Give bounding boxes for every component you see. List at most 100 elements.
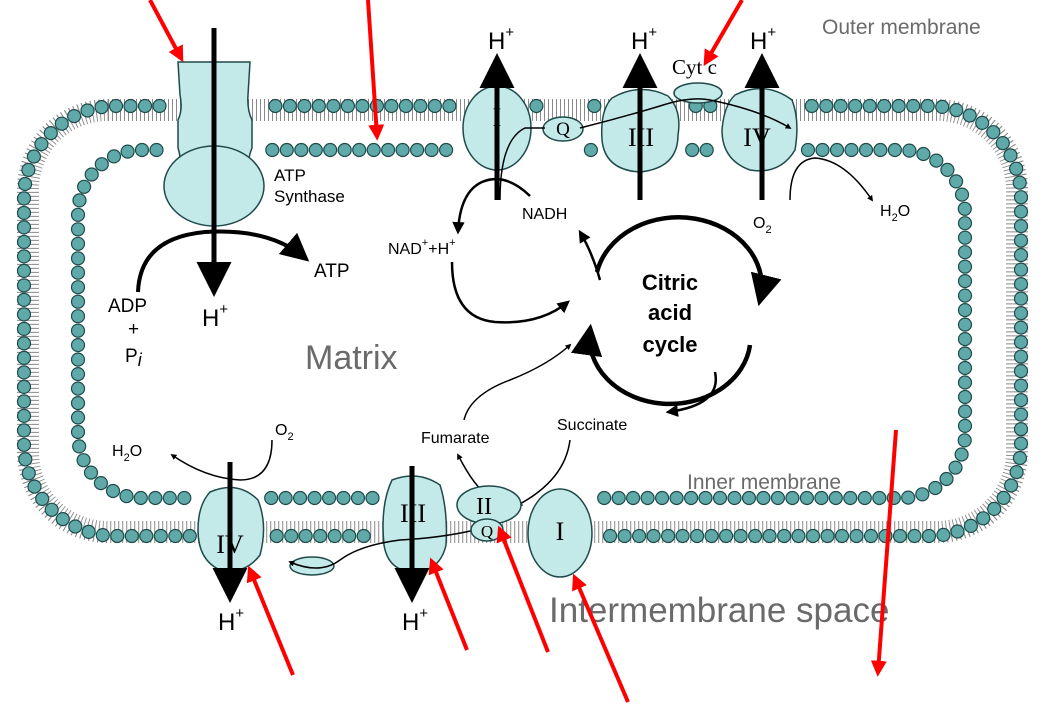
- membrane-head-inner: [336, 490, 351, 506]
- membrane-head-inner: [134, 142, 150, 158]
- membrane-head-outer: [986, 125, 1001, 140]
- membrane-head-inner: [162, 490, 177, 506]
- membrane-head-inner: [307, 490, 322, 506]
- membrane-head-inner: [177, 490, 192, 506]
- complex-iii-top-proton-label: H+: [631, 24, 657, 55]
- membrane-head-inner: [381, 142, 396, 158]
- complex-ii-bottom: II Q: [456, 485, 522, 542]
- membrane-head-inner: [94, 157, 109, 172]
- complex-iii-bottom-proton-label: H+: [402, 605, 428, 636]
- membrane-head-inner: [322, 490, 337, 506]
- electron-path-bottom: [288, 529, 476, 569]
- membrane-head-outer: [962, 108, 977, 123]
- complex-ii-bottom-label: II: [476, 494, 492, 520]
- membrane-head-outer: [66, 108, 82, 124]
- membrane-head-outer: [311, 98, 326, 114]
- membrane-head-inner: [294, 142, 309, 158]
- membrane-head-outer: [963, 518, 979, 534]
- membrane-head-inner: [957, 433, 972, 448]
- membrane-head-inner: [70, 410, 86, 425]
- membrane-head-outer: [413, 98, 428, 114]
- matrix-proton-label: H+: [202, 301, 228, 332]
- membrane-head-outer: [975, 115, 990, 131]
- membrane-head-inner: [828, 490, 843, 506]
- complex-iv-top: IV H+: [721, 24, 798, 200]
- membrane-head-outer: [833, 98, 848, 114]
- membrane-head-inner: [844, 142, 859, 158]
- membrane-head-inner: [293, 490, 308, 506]
- membrane-head-inner: [957, 375, 973, 390]
- membrane-head-outer: [1013, 407, 1029, 422]
- membrane-head-outer: [949, 102, 964, 118]
- membrane-head-outer: [1013, 320, 1029, 335]
- membrane-head-outer: [762, 528, 777, 544]
- membrane-head-inner: [278, 490, 293, 506]
- membrane-head-outer: [849, 528, 864, 544]
- membrane-outer-heads: [16, 98, 1029, 544]
- membrane-head-inner: [957, 274, 973, 289]
- membrane-head-outer: [996, 490, 1011, 505]
- membrane-head-inner: [308, 142, 323, 158]
- membrane-head-outer: [1012, 450, 1028, 466]
- membrane-head-inner: [583, 142, 599, 158]
- membrane-head-inner: [669, 490, 684, 506]
- membrane-head-outer: [646, 528, 661, 544]
- inner-membrane-label: Inner membrane: [687, 471, 841, 494]
- membrane-head-inner: [84, 167, 99, 182]
- membrane-head-outer: [863, 528, 879, 544]
- citric-cycle-label-2: acid: [648, 300, 692, 325]
- membrane-head-outer: [80, 103, 95, 118]
- membrane-head-outer: [326, 98, 341, 114]
- annotation-arrow-complex-iv: [246, 565, 295, 676]
- fumarate-to-cycle-arrow: [463, 343, 572, 421]
- membrane-head-inner: [698, 490, 713, 506]
- membrane-head-outer: [355, 98, 370, 114]
- membrane-head-outer: [1003, 478, 1019, 493]
- annotation-arrow-atp-synthase: [148, 0, 184, 63]
- membrane-head-outer: [950, 524, 965, 539]
- membrane-head-outer: [935, 99, 950, 115]
- membrane-head-outer: [123, 98, 138, 114]
- membrane-head-inner: [76, 453, 91, 468]
- membrane-head-inner: [70, 251, 86, 266]
- membrane-head-inner: [350, 490, 366, 506]
- o2-to-water-bottom-arrow: [170, 439, 273, 481]
- membrane-head-inner: [120, 144, 135, 159]
- complex-i-bottom: I: [527, 488, 593, 578]
- h2o-bottom-label: H2O: [112, 443, 142, 464]
- membrane-head-outer: [891, 98, 906, 114]
- membrane-head-inner: [901, 490, 916, 505]
- cycle-to-nadh-arrow: [578, 229, 602, 281]
- pi-label: Pi: [125, 346, 143, 370]
- membrane-head-outer: [153, 528, 168, 544]
- electron-path-top: [499, 98, 790, 201]
- complex-iv-bottom: IV H+: [197, 462, 265, 636]
- membrane-head-outer: [1013, 422, 1029, 437]
- membrane-head-outer: [1003, 148, 1018, 163]
- membrane-head-outer: [124, 528, 139, 544]
- membrane-head-outer: [1009, 161, 1024, 176]
- membrane-head-inner: [424, 142, 439, 158]
- membrane-head-inner: [814, 490, 829, 506]
- membrane-head-outer: [27, 479, 42, 494]
- membrane-head-inner: [352, 142, 367, 158]
- membrane-head-inner: [70, 396, 86, 411]
- membrane-head-outer: [689, 528, 705, 544]
- membrane-head-inner: [76, 179, 92, 194]
- membrane-head-inner: [741, 490, 757, 506]
- annotation-arrows: [148, 0, 898, 703]
- membrane-head-outer: [81, 524, 96, 540]
- membrane-head-outer: [1013, 248, 1029, 263]
- complex-i-top-proton-label: H+: [488, 24, 514, 55]
- membrane-head-outer: [1012, 175, 1027, 190]
- membrane-head-outer: [94, 99, 109, 115]
- membrane-head-inner: [872, 490, 887, 506]
- membrane-head-outer: [342, 528, 357, 544]
- succinate-label: Succinate: [557, 417, 627, 434]
- succinate-to-complex-ii-arrow: [516, 439, 571, 506]
- membrane-head-outer: [820, 528, 835, 544]
- membrane-head-outer: [675, 528, 690, 544]
- membrane-head-outer: [282, 98, 297, 114]
- membrane-head-inner: [611, 490, 626, 506]
